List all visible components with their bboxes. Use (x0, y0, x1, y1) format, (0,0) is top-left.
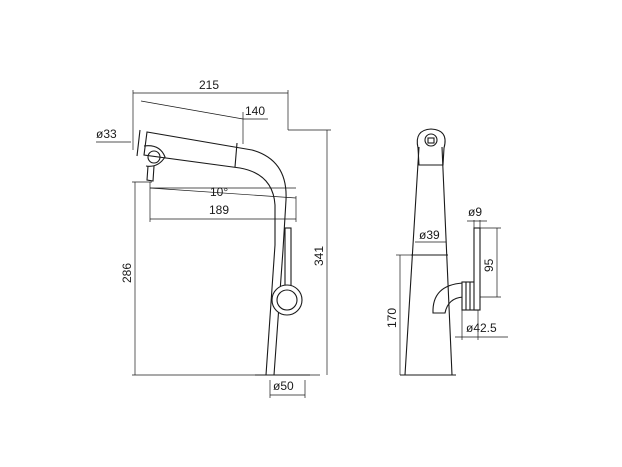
dim-label-170: 170 (385, 308, 399, 328)
handle-knob-inner (276, 289, 298, 311)
dim-label-215: 215 (199, 78, 219, 92)
dim-label-10deg: 10° (210, 185, 228, 199)
side-handle-loop (432, 282, 464, 314)
dim-label-o33: ø33 (96, 127, 117, 141)
spray-nozzle (147, 150, 161, 164)
spout-joint-line (234, 142, 238, 168)
side-head-button (424, 133, 438, 147)
dim-line-140 (140, 100, 244, 120)
dim-label-o9: ø9 (468, 205, 482, 219)
spray-head (136, 129, 166, 167)
dim-label-o50: ø50 (273, 379, 294, 393)
dim-label-286: 286 (120, 263, 134, 283)
dim-label-341: 341 (312, 246, 326, 266)
dim-label-95: 95 (482, 258, 496, 272)
side-view: ø9 ø39 95 170 ø42.5 (385, 128, 508, 376)
side-body-outline (404, 146, 453, 376)
faucet-body-outline (143, 131, 287, 376)
spray-outlet (146, 165, 155, 182)
side-head (416, 128, 446, 166)
dim-label-o42: ø42.5 (466, 321, 497, 335)
dim-label-189: 189 (209, 203, 229, 217)
handle-knob (271, 284, 303, 316)
lever-rod (284, 227, 292, 295)
dim-label-140: 140 (245, 104, 265, 118)
side-lever-rod (473, 227, 481, 311)
side-head-slot (427, 137, 435, 144)
front-view: 215 140 ø33 10° 189 286 341 ø50 (96, 78, 331, 398)
dim-line-angle (149, 187, 297, 199)
dim-label-o39: ø39 (419, 228, 440, 242)
